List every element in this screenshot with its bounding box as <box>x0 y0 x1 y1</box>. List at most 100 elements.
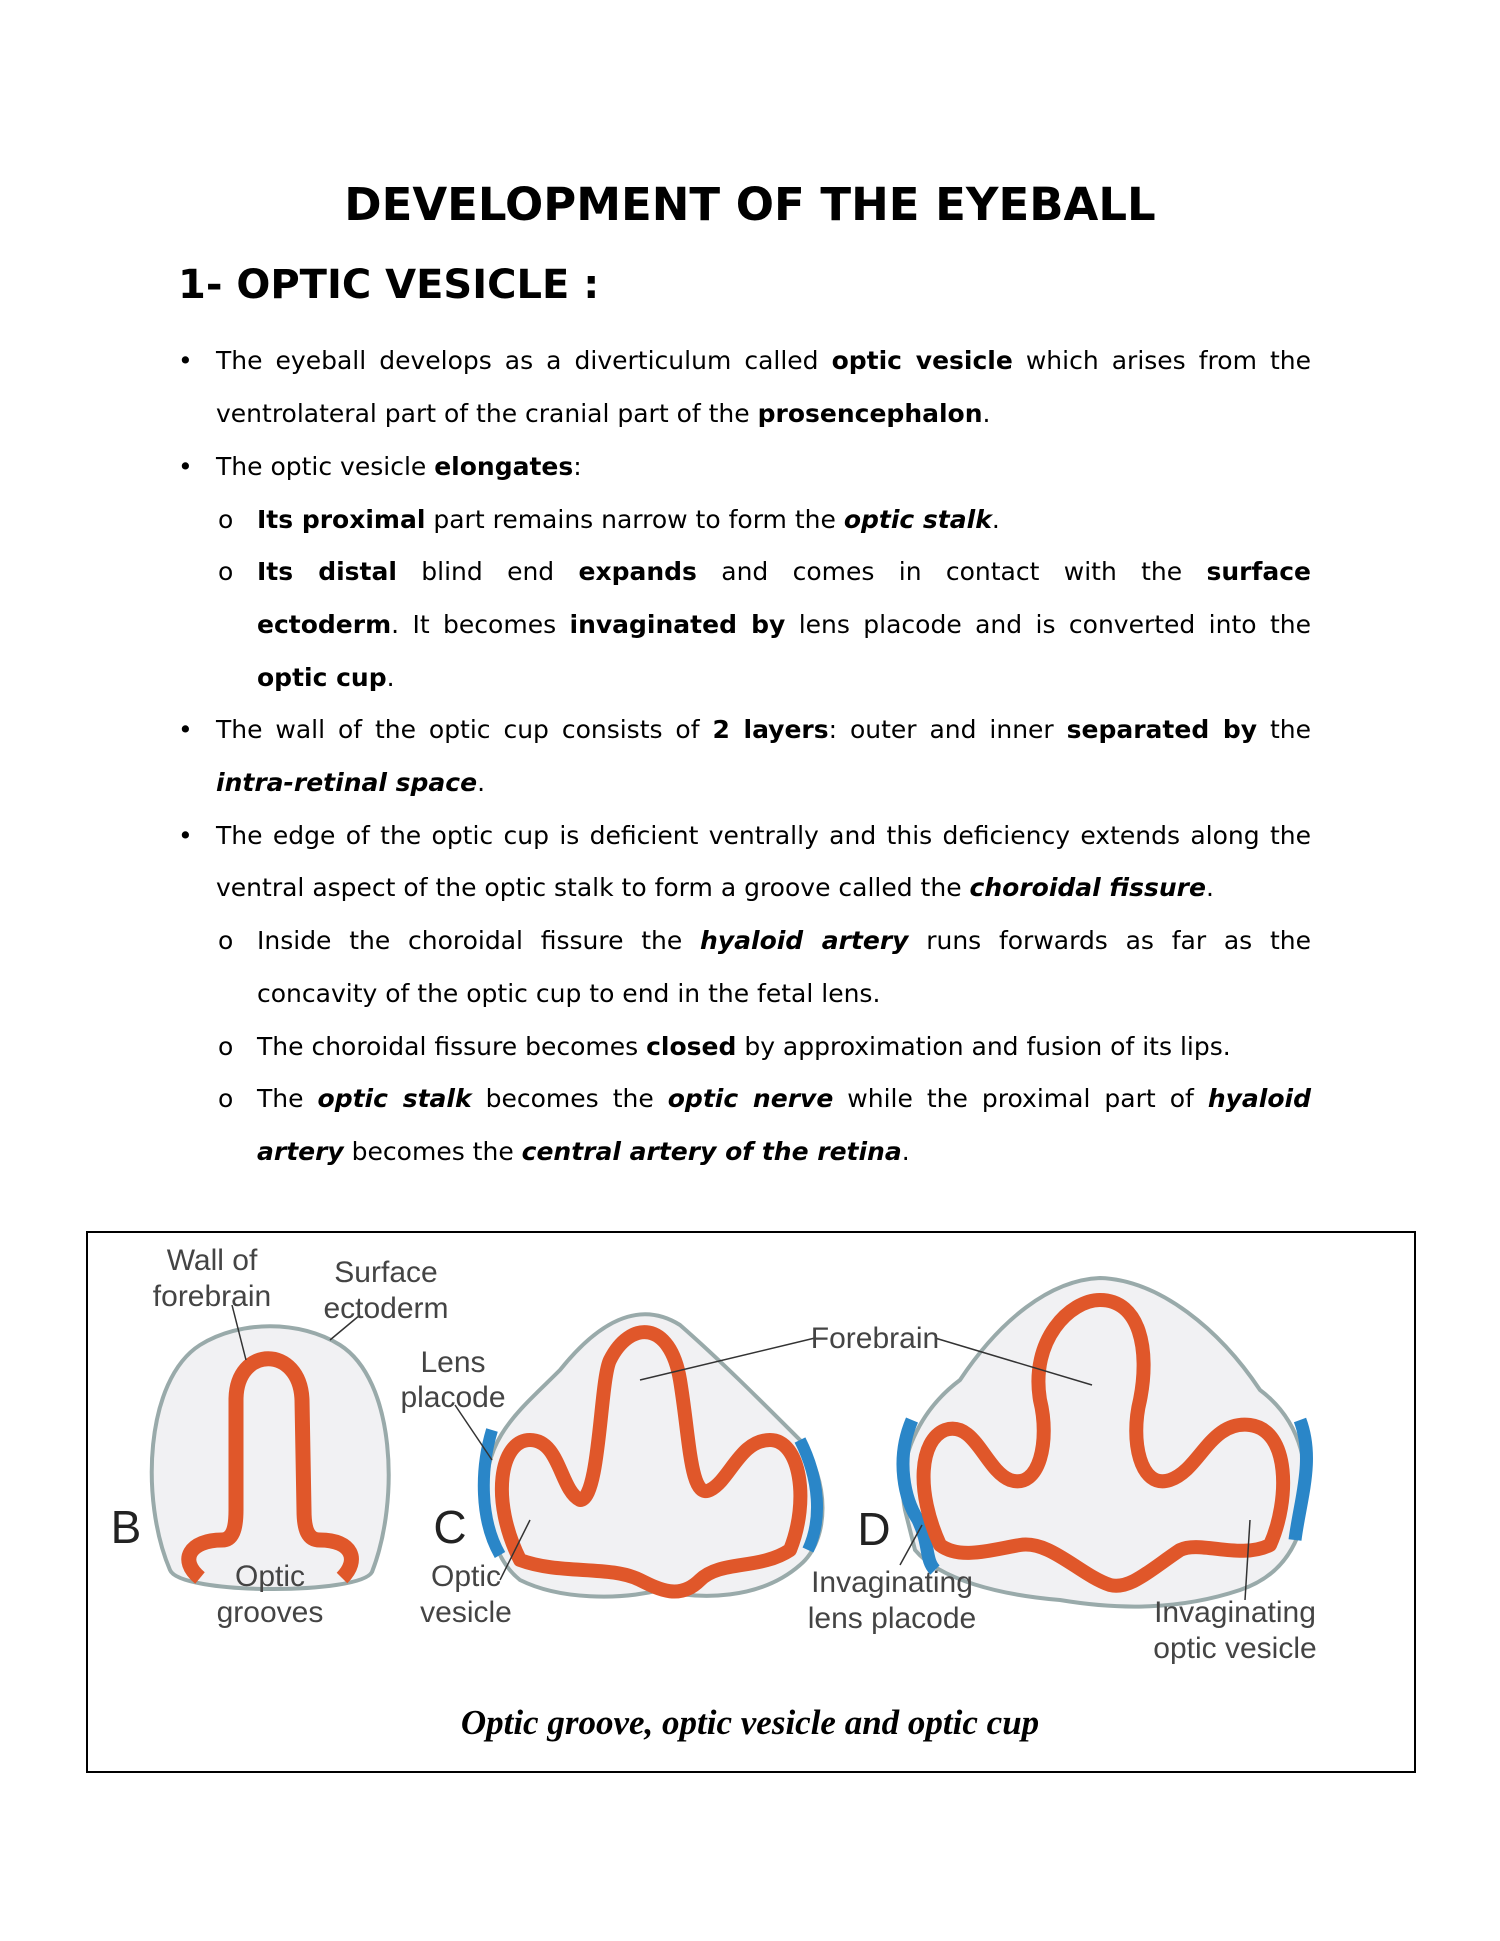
emphasis-text: expands <box>578 557 697 586</box>
text-line: Its distal blind end expands and comes i… <box>257 554 1311 590</box>
text-line: The edge of the optic cup is deficient v… <box>216 818 1311 854</box>
label-surface: Surface <box>334 1256 437 1289</box>
emphasis-text: optic stalk <box>843 505 992 534</box>
text-line: Inside the choroidal fissure the hyaloid… <box>257 923 1311 959</box>
leader-lines <box>231 1304 1251 1601</box>
text-run: The wall of the optic cup consists of <box>216 715 713 744</box>
emphasis-text: hyaloid artery <box>700 926 909 955</box>
label-forebrain-wall: forebrain <box>153 1280 271 1313</box>
text-run: . <box>901 1137 910 1166</box>
emphasis-text: optic cup <box>257 663 387 692</box>
page-title: DEVELOPMENT OF THE EYEBALL <box>344 178 1156 231</box>
text-run: ventral aspect of the optic stalk to for… <box>216 873 970 902</box>
sub-bullet-icon: o <box>218 926 234 955</box>
emphasis-text: Its proximal <box>257 505 426 534</box>
text-run: The <box>257 1084 318 1113</box>
figure-frame <box>86 1231 1416 1773</box>
emphasis-text: surface <box>1206 557 1311 586</box>
text-line: The wall of the optic cup consists of 2 … <box>216 712 1311 748</box>
sub-bullet-icon: o <box>218 1084 234 1113</box>
text-run: the <box>1257 715 1312 744</box>
panel-b-drawing <box>149 1324 391 1591</box>
panel-d-drawing <box>896 1275 1313 1609</box>
section-heading: 1- OPTIC VESICLE : <box>178 262 600 308</box>
sub-bullet-icon: o <box>218 1032 234 1061</box>
text-line: optic cup. <box>257 660 1311 696</box>
lens-placode-c <box>477 1428 506 1558</box>
optic-vesicle-c <box>494 1325 808 1599</box>
lens-placode-c-right <box>794 1437 823 1553</box>
emphasis-text: optic vesicle <box>831 346 1013 375</box>
text-run: which arises from the <box>1012 346 1311 375</box>
text-run: . <box>477 768 486 797</box>
text-run: part remains narrow to form the <box>425 505 844 534</box>
text-line: Its proximal part remains narrow to form… <box>257 502 1311 538</box>
text-run: blind end <box>396 557 579 586</box>
optic-cup-d <box>916 1293 1291 1593</box>
label-optic-g: Optic <box>235 1560 305 1593</box>
text-line: The eyeball develops as a diverticulum c… <box>216 343 1311 379</box>
text-run: . <box>991 505 1000 534</box>
lens-placode-d-left <box>896 1417 941 1575</box>
bullet-icon: • <box>178 346 193 375</box>
text-run: The choroidal fissure becomes <box>257 1032 647 1061</box>
emphasis-text: choroidal fissure <box>969 873 1206 902</box>
panel-letter-c: C <box>433 1501 466 1553</box>
forebrain-wall-b <box>181 1351 359 1584</box>
label-wall-of: Wall of <box>167 1244 258 1277</box>
label-invaginating-2: Invaginating <box>1154 1596 1316 1629</box>
text-run: . <box>1205 873 1214 902</box>
text-run: The eyeball develops as a diverticulum c… <box>216 346 832 375</box>
text-line: ventrolateral part of the cranial part o… <box>216 396 1311 432</box>
emphasis-text: central artery of the retina <box>521 1137 902 1166</box>
text-run: becomes the <box>343 1137 522 1166</box>
surface-ectoderm-b <box>149 1324 391 1591</box>
lens-placode-d-right <box>1288 1417 1313 1541</box>
sub-bullet-icon: o <box>218 505 234 534</box>
label-grooves: grooves <box>217 1596 324 1629</box>
text-run: Inside the choroidal fissure the <box>257 926 701 955</box>
text-run: : outer and inner <box>828 715 1067 744</box>
figure-caption: Optic groove, optic vesicle and optic cu… <box>461 1703 1039 1742</box>
emphasis-text: optic stalk <box>317 1084 472 1113</box>
text-line: artery becomes the central artery of the… <box>257 1134 1311 1170</box>
panel-c-drawing <box>477 1312 825 1599</box>
label-optic-vesicle: optic vesicle <box>1153 1632 1316 1665</box>
bullet-icon: • <box>178 821 193 850</box>
text-run: lens placode and is converted into the <box>785 610 1311 639</box>
emphasis-text: Its distal <box>257 557 397 586</box>
text-line: concavity of the optic cup to end in the… <box>257 976 1311 1012</box>
text-line: The optic stalk becomes the optic nerve … <box>257 1081 1311 1117</box>
emphasis-text: intra-retinal space <box>216 768 478 797</box>
emphasis-text: optic nerve <box>667 1084 834 1113</box>
emphasis-text: elongates <box>434 452 574 481</box>
emphasis-text: separated by <box>1066 715 1258 744</box>
panel-letter-b: B <box>111 1501 142 1553</box>
text-run: ventrolateral part of the cranial part o… <box>216 399 758 428</box>
text-run: becomes the <box>471 1084 668 1113</box>
text-run: while the proximal part of <box>833 1084 1208 1113</box>
emphasis-text: 2 layers <box>712 715 829 744</box>
label-lens-placode: lens placode <box>808 1602 976 1635</box>
label-optic-v: Optic <box>431 1560 501 1593</box>
label-ectoderm: ectoderm <box>323 1292 448 1325</box>
text-line: ventral aspect of the optic stalk to for… <box>216 870 1311 906</box>
emphasis-text: prosencephalon <box>757 399 983 428</box>
text-line: ectoderm. It becomes invaginated by lens… <box>257 607 1311 643</box>
emphasis-text: ectoderm <box>257 610 392 639</box>
text-run: . <box>386 663 395 692</box>
text-run: by approximation and fusion of its lips. <box>736 1032 1231 1061</box>
label-placode: placode <box>400 1381 505 1414</box>
emphasis-text: invaginated by <box>569 610 786 639</box>
text-line: intra-retinal space. <box>216 765 1311 801</box>
text-run: . <box>982 399 991 428</box>
emphasis-text: closed <box>646 1032 737 1061</box>
text-run: The edge of the optic cup is deficient v… <box>216 821 1311 850</box>
text-run: and comes in contact with the <box>696 557 1207 586</box>
text-run: : <box>573 452 582 481</box>
label-lens: Lens <box>420 1346 485 1379</box>
text-line: The choroidal fissure becomes closed by … <box>257 1029 1311 1065</box>
bullet-icon: • <box>178 452 193 481</box>
